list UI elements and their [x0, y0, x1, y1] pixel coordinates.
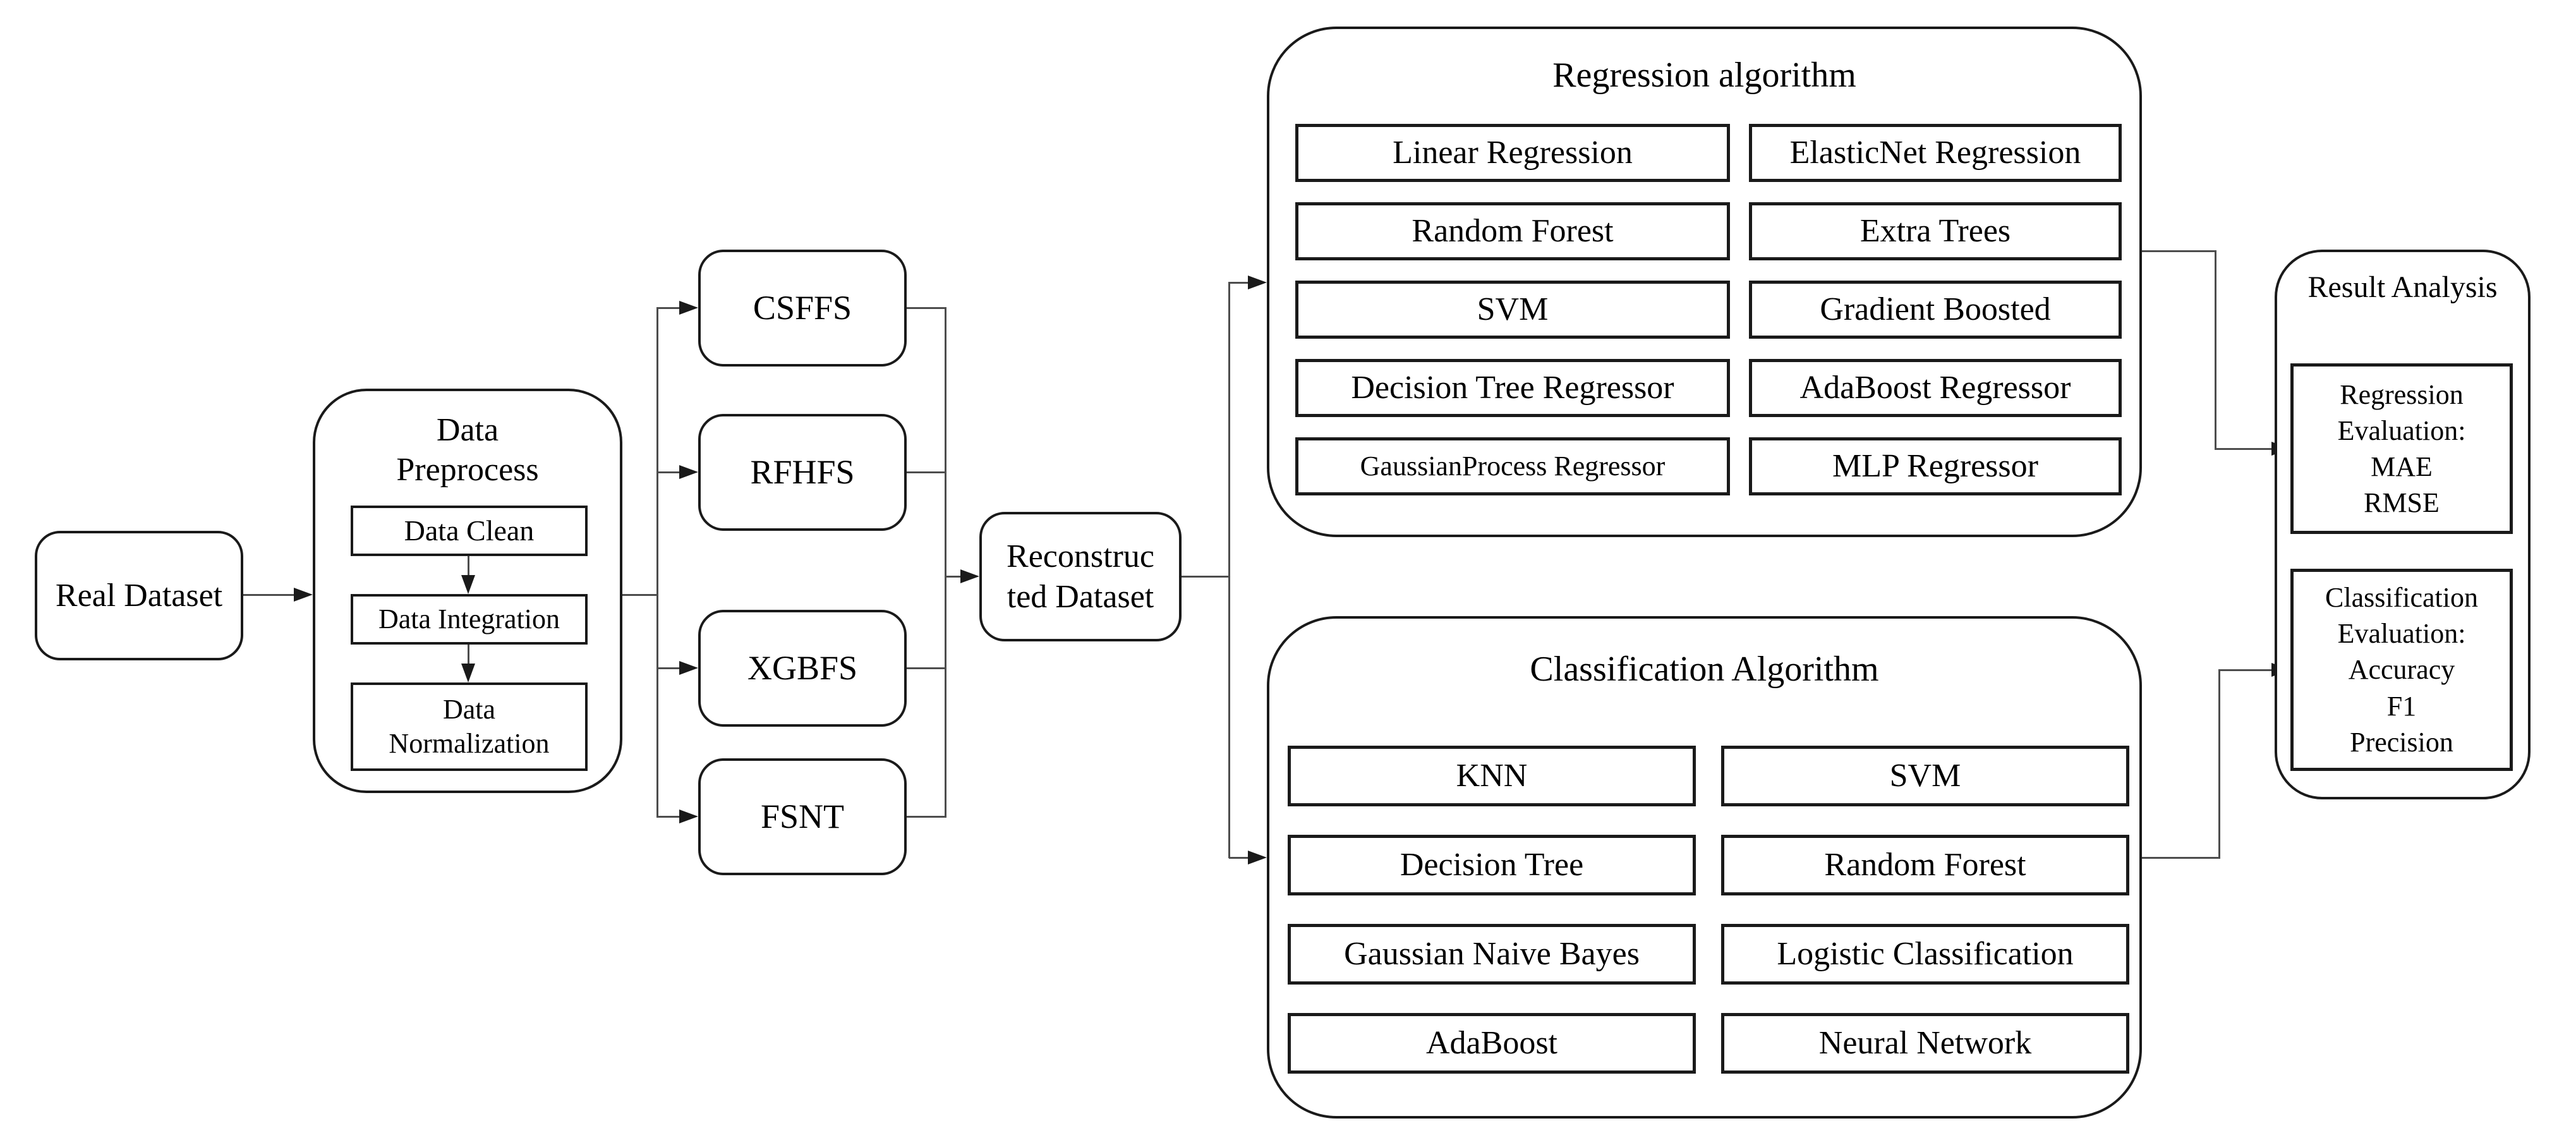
regression-group-title: Regression algorithm: [1552, 56, 1856, 95]
arrowhead-into-csffs: [679, 301, 698, 315]
connector-regression-down: [2215, 250, 2216, 449]
algo-random-forest-classifier: Random Forest: [1721, 835, 2129, 895]
result-analysis-title: Result Analysis: [2307, 270, 2498, 305]
node-xgbfs: XGBFS: [698, 610, 907, 727]
node-fsnt: FSNT: [698, 758, 907, 875]
classification-group-title: Classification Algorithm: [1530, 650, 1879, 689]
connector-branch-to-xgbfs: [657, 667, 680, 669]
arrowhead-into-rfhfs: [679, 465, 698, 479]
node-reconstructed-dataset: Reconstruc ted Dataset: [979, 512, 1182, 641]
algo-mlp-regressor: MLP Regressor: [1749, 437, 2122, 495]
arrowhead-into-xgbfs: [679, 661, 698, 675]
arrowhead-into-normalization: [461, 664, 475, 682]
connector-classification-out: [2142, 857, 2220, 859]
data-preprocess-title: Data Preprocess: [396, 412, 539, 488]
connector-split-vertical: [1228, 282, 1230, 858]
algo-gaussian-naive-bayes: Gaussian Naive Bayes: [1288, 924, 1696, 985]
algo-logistic-classification: Logistic Classification: [1721, 924, 2129, 985]
algo-random-forest-regressor: Random Forest: [1295, 202, 1730, 260]
connector-branch-to-csffs: [657, 307, 680, 309]
connector-to-classification-eval: [2218, 669, 2273, 671]
connector-real-to-preprocess: [243, 594, 295, 596]
connector-classification-up: [2218, 669, 2220, 859]
connector-merge-vertical: [945, 307, 946, 818]
node-real-dataset: Real Dataset: [35, 531, 243, 660]
connector-clean-to-integration: [468, 556, 469, 576]
algo-neural-network: Neural Network: [1721, 1013, 2129, 1074]
connector-csffs-out: [907, 307, 946, 309]
algo-gradient-boosted: Gradient Boosted: [1749, 281, 2122, 339]
node-csffs: CSFFS: [698, 250, 907, 367]
box-classification-evaluation: Classification Evaluation: Accuracy F1 P…: [2290, 569, 2513, 771]
connector-regression-out: [2142, 250, 2216, 252]
arrowhead-into-integration: [461, 575, 475, 594]
connector-rfhfs-out: [907, 471, 946, 473]
arrowhead-into-reconstructed: [960, 569, 979, 583]
algo-linear-regression: Linear Regression: [1295, 124, 1730, 182]
arrowhead-into-preprocess: [294, 588, 313, 602]
step-data-integration: Data Integration: [351, 594, 588, 645]
arrowhead-into-fsnt: [679, 810, 698, 823]
arrowhead-into-classification-group: [1248, 851, 1267, 864]
algo-svm-classifier: SVM: [1721, 746, 2129, 806]
box-regression-evaluation: Regression Evaluation: MAE RMSE: [2290, 363, 2513, 534]
algo-elasticnet-regression: ElasticNet Regression: [1749, 124, 2122, 182]
arrowhead-into-regression-group: [1248, 276, 1267, 289]
step-data-normalization: Data Normalization: [351, 682, 588, 771]
algo-adaboost-regressor: AdaBoost Regressor: [1749, 359, 2122, 417]
connector-branch-vertical: [656, 307, 658, 818]
connector-split-to-regression: [1229, 282, 1249, 284]
algo-decision-tree-regressor: Decision Tree Regressor: [1295, 359, 1730, 417]
algo-extra-trees: Extra Trees: [1749, 202, 2122, 260]
connector-integration-to-normalization: [468, 645, 469, 665]
connector-split-to-classification: [1229, 857, 1249, 859]
connector-to-regression-eval: [2215, 448, 2273, 450]
algo-gaussianprocess-regressor: GaussianProcess Regressor: [1295, 437, 1730, 495]
connector-xgbfs-out: [907, 667, 946, 669]
algo-decision-tree: Decision Tree: [1288, 835, 1696, 895]
connector-merge-to-reconstructed: [946, 576, 962, 578]
connector-branch-to-rfhfs: [657, 471, 680, 473]
connector-fsnt-out: [907, 816, 946, 818]
node-rfhfs: RFHFS: [698, 414, 907, 531]
algo-knn: KNN: [1288, 746, 1696, 806]
step-data-clean: Data Clean: [351, 506, 588, 556]
algo-adaboost: AdaBoost: [1288, 1013, 1696, 1074]
connector-preprocess-out: [622, 594, 658, 596]
connector-branch-to-fsnt: [657, 816, 680, 818]
algo-svm-regressor: SVM: [1295, 281, 1730, 339]
connector-reconstructed-out: [1182, 576, 1230, 578]
